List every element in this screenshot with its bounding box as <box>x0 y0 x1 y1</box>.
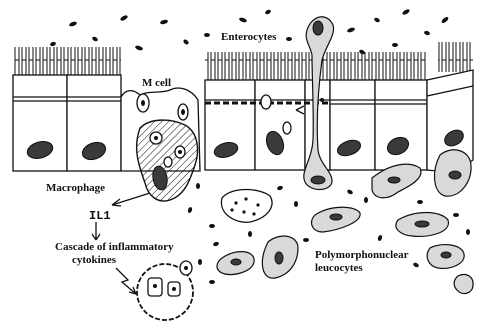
pmn-label-line2: leucocytes <box>315 262 363 274</box>
macrophage-cell <box>137 120 198 201</box>
lightning-arrow <box>116 268 136 294</box>
macrophage-label: Macrophage <box>46 182 105 194</box>
il1-to-cascade-arrow <box>92 222 100 240</box>
target-cell <box>137 261 193 320</box>
pmn-label-line1: Polymorphonuclear <box>315 249 409 261</box>
m-cell-label: M cell <box>142 77 171 89</box>
cascade-label-line1: Cascade of inflammatory <box>55 241 174 253</box>
enterocyte-group-left <box>13 47 121 171</box>
il1-label: IL1 <box>89 209 111 223</box>
cascade-label-line2: cytokines <box>72 254 117 266</box>
enterocytes-label: Enterocytes <box>221 31 277 43</box>
bacteria-aggregate <box>221 190 272 223</box>
macrophage-to-il1-arrow <box>112 193 150 206</box>
